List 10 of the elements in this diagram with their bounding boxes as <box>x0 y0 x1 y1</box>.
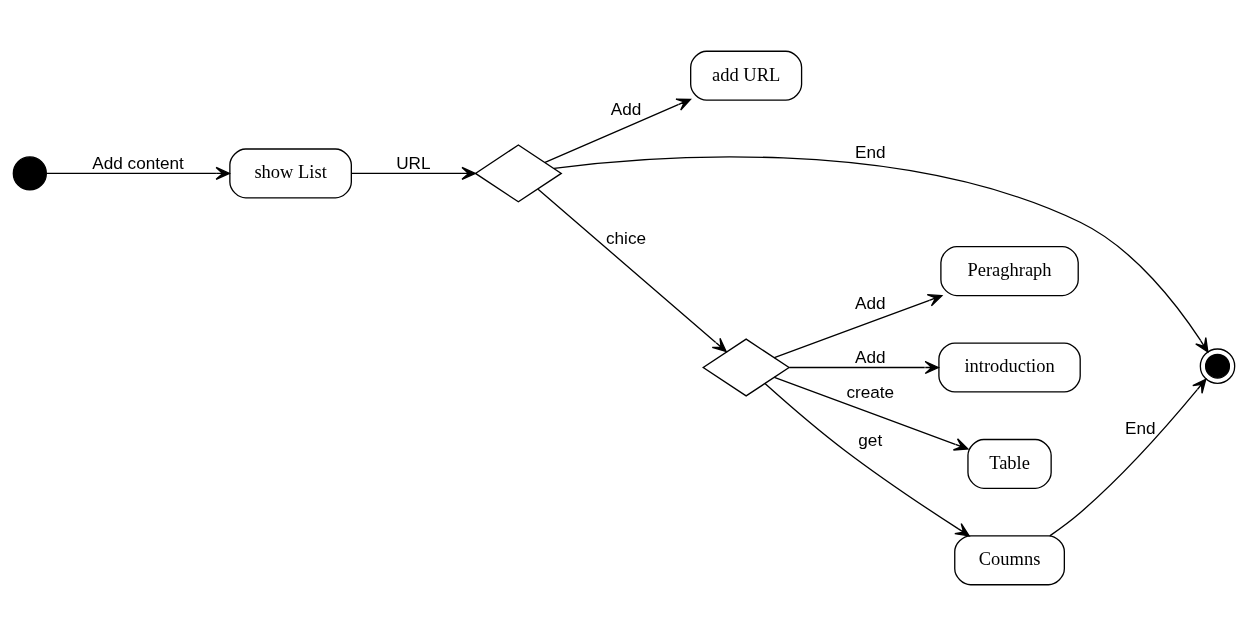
edge-label: Add content <box>92 152 184 173</box>
edge-label: Add <box>610 98 642 119</box>
edge-label: Add <box>854 346 886 367</box>
edge-label: End <box>854 142 886 163</box>
edge-label: get <box>858 429 883 450</box>
edge-label: Add <box>854 292 886 313</box>
edge-label: create <box>846 382 895 403</box>
edge-label: End <box>1125 418 1156 439</box>
edge-label: chice <box>605 227 647 248</box>
edge-label: URL <box>396 152 431 173</box>
